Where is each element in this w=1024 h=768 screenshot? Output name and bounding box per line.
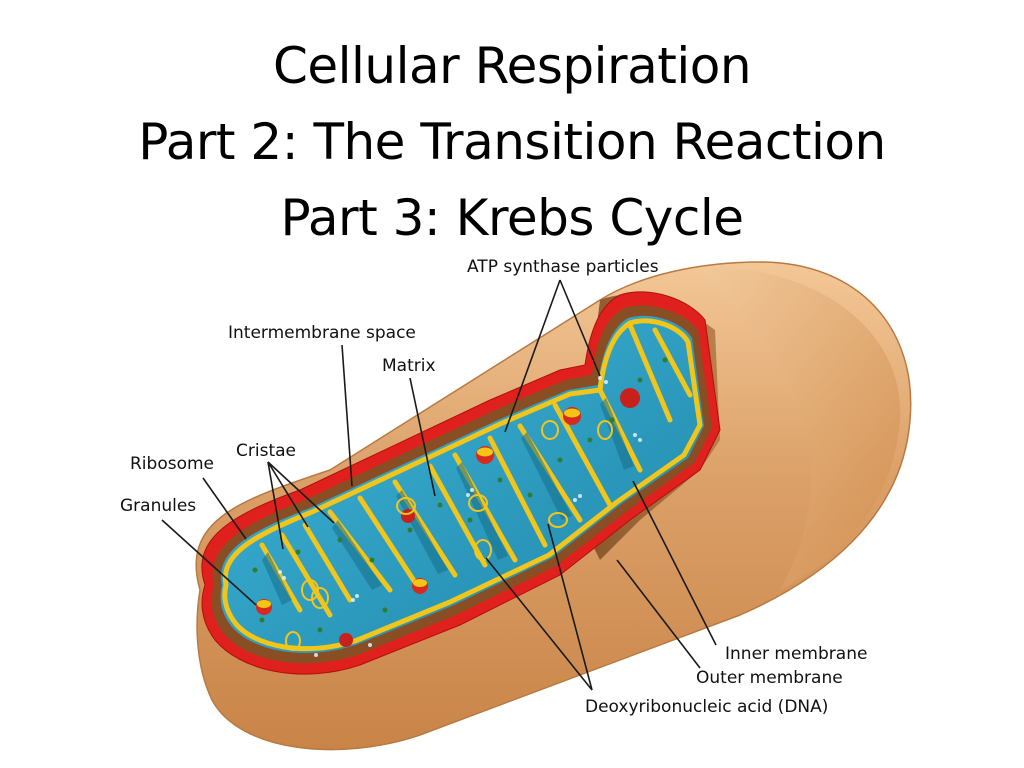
diagram-labels: ATP synthase particles Intermembrane spa… xyxy=(120,257,867,717)
granules xyxy=(256,388,640,647)
label-outer-membrane: Outer membrane xyxy=(696,668,843,688)
matrix-region xyxy=(220,315,704,654)
title-line-3: Part 3: Krebs Cycle xyxy=(280,189,745,247)
ribosome-dots xyxy=(252,357,668,633)
leader-lines xyxy=(161,279,717,691)
label-intermembrane-space: Intermembrane space xyxy=(228,323,416,343)
label-atp-synthase: ATP synthase particles xyxy=(467,257,659,277)
label-matrix: Matrix xyxy=(382,356,436,376)
label-inner-membrane: Inner membrane xyxy=(725,644,867,664)
title-line-2: Part 2: The Transition Reaction xyxy=(138,113,886,171)
label-granules: Granules xyxy=(120,496,196,516)
label-cristae: Cristae xyxy=(236,441,296,461)
dna-rings xyxy=(285,420,613,651)
title-line-1: Cellular Respiration xyxy=(272,37,752,95)
slide-title: Cellular Respiration Part 2: The Transit… xyxy=(0,28,1024,256)
label-ribosome: Ribosome xyxy=(130,454,214,474)
label-dna: Deoxyribonucleic acid (DNA) xyxy=(585,697,828,717)
